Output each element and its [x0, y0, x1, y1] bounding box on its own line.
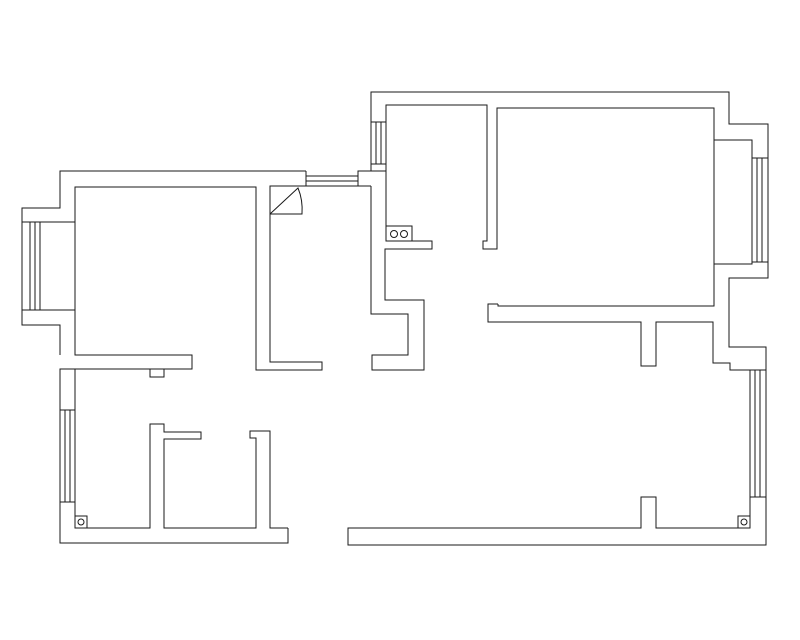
window-kitchen [371, 121, 386, 165]
stove-burners [385, 225, 413, 242]
window-top-middle [305, 171, 359, 187]
window-left [22, 221, 75, 311]
wall-left-lower [74, 369, 288, 529]
floor-drain-left [74, 515, 88, 529]
wall-kitchen [357, 104, 715, 307]
wall-notch [149, 369, 165, 378]
window-right-lower [750, 369, 766, 498]
window-right-upper [752, 157, 768, 263]
wall-right-recess [714, 139, 753, 265]
outer-wall-left [59, 171, 323, 544]
window-bottom-left [60, 409, 75, 503]
bathroom-door-swing [269, 187, 303, 215]
wall-kitchen-lower [370, 171, 433, 371]
outer-wall-outline [347, 91, 769, 546]
outer-wall-left-outer [21, 170, 306, 355]
floor-drain-right [737, 515, 751, 529]
